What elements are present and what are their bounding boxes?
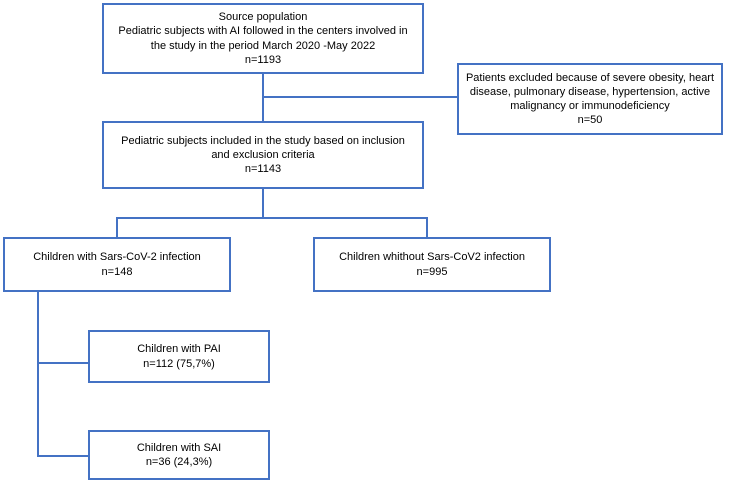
connector-branch-horizontal xyxy=(116,217,428,219)
connector-included-to-branch-vertical xyxy=(262,188,264,219)
connector-to-sai-horizontal xyxy=(37,455,88,457)
box-children-with-sars-cov-2: Children with Sars-CoV-2 infection n=148 xyxy=(3,237,231,292)
box-children-with-sai: Children with SAI n=36 (24,3%) xyxy=(88,430,270,480)
connector-to-pai-horizontal xyxy=(37,362,88,364)
box-children-without-sars-cov-2: Children whithout Sars-CoV2 infection n=… xyxy=(313,237,551,292)
connector-branch-right-drop xyxy=(426,217,428,237)
connector-covid-subgroups-vertical xyxy=(37,291,39,457)
connector-branch-left-drop xyxy=(116,217,118,237)
box-source-population: Source population Pediatric subjects wit… xyxy=(102,3,424,74)
box-subjects-included: Pediatric subjects included in the study… xyxy=(102,121,424,189)
box-children-with-pai: Children with PAI n=112 (75,7%) xyxy=(88,330,270,383)
box-patients-excluded: Patients excluded because of severe obes… xyxy=(457,63,723,135)
connector-to-excluded-horizontal xyxy=(263,96,457,98)
